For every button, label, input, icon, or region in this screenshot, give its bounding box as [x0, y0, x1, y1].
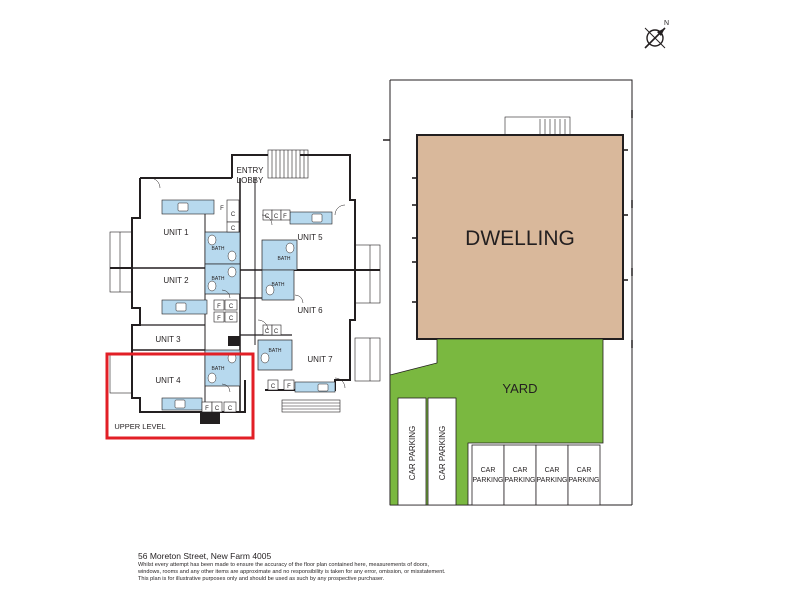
cupboard-label-1: C	[231, 212, 236, 218]
yard-label: YARD	[502, 381, 537, 396]
dwelling-steps	[504, 116, 571, 136]
unit-7-label: UNIT 7	[307, 355, 333, 364]
entry-label: ENTRY	[237, 166, 265, 175]
unit-4-highlight	[105, 352, 255, 440]
cupboard-label-5: C	[265, 214, 270, 220]
door-swings	[149, 177, 346, 393]
unit-6-label: UNIT 6	[297, 306, 323, 315]
lobby-label: LOBBY	[237, 176, 264, 185]
cupboard-label-8: C	[274, 329, 279, 335]
car-label-5: CAR	[545, 467, 560, 474]
fridge-label-2: F	[217, 304, 221, 310]
car-label-4: CAR	[513, 467, 528, 474]
cupboards	[201, 199, 295, 413]
cupboard-label-4: C	[229, 316, 234, 322]
cupboard-label-3: C	[229, 304, 234, 310]
unit-4-label: UNIT 4	[155, 376, 181, 385]
parking-label-3: PARKING	[473, 477, 504, 484]
dwelling-label: DWELLING	[465, 227, 575, 250]
bath-label-5: BATH	[272, 282, 285, 288]
fridge-label-5: F	[287, 384, 291, 390]
unit-3-label: UNIT 3	[155, 335, 181, 344]
bath-label-6: BATH	[269, 348, 282, 354]
balconies	[109, 231, 381, 394]
cupboard-label-6: C	[274, 214, 279, 220]
parking-label-5: PARKING	[537, 477, 568, 484]
unit-2-label: UNIT 2	[163, 276, 189, 285]
bottom-steps	[281, 399, 341, 413]
fridge-label-1: F	[220, 206, 224, 212]
car-label-6: CAR	[577, 467, 592, 474]
car-parking-label-1: CAR PARKING	[408, 426, 417, 481]
car-parking-label-2: CAR PARKING	[438, 426, 447, 481]
parking-label-6: PARKING	[569, 477, 600, 484]
fridge-label-6: F	[205, 406, 209, 412]
compass-icon: N	[644, 20, 669, 49]
cupboard-label-11: C	[228, 406, 233, 412]
bath-label-1: BATH	[212, 246, 225, 252]
cupboard-label-9: C	[271, 384, 276, 390]
disclaimer-line-3: This plan is for illustrative purposes o…	[138, 576, 385, 582]
dwelling: DWELLING	[412, 134, 628, 340]
disclaimer-line-2: windows, rooms and any other items are a…	[138, 569, 446, 575]
footer: 56 Moreton Street, New Farm 4005 Whilst …	[138, 551, 758, 583]
car-parking-bays	[397, 397, 601, 506]
bath-label-2: BATH	[212, 276, 225, 282]
entry-steps	[267, 149, 309, 179]
bath-label-3: BATH	[212, 366, 225, 372]
upper-level-label: UPPER LEVEL	[114, 422, 165, 431]
bath-label-4: BATH	[278, 256, 291, 262]
cupboard-label-7: C	[265, 329, 270, 335]
property-address: 56 Moreton Street, New Farm 4005	[138, 551, 272, 561]
fridge-label-4: F	[283, 214, 287, 220]
compass-north-label: N	[664, 20, 669, 27]
solid-columns	[200, 336, 240, 424]
disclaimer-line-1: Whilst every attempt has been made to en…	[138, 562, 430, 568]
sinks	[174, 202, 329, 409]
fridge-label-3: F	[217, 316, 221, 322]
car-label-3: CAR	[481, 467, 496, 474]
parking-label-4: PARKING	[505, 477, 536, 484]
boundary-ticks	[383, 110, 633, 348]
cupboard-label-10: C	[215, 406, 220, 412]
unit-5-label: UNIT 5	[297, 233, 323, 242]
cupboard-label-2: C	[231, 226, 236, 232]
unit-1-label: UNIT 1	[163, 228, 189, 237]
bath-fixtures	[207, 234, 295, 384]
bathrooms	[204, 231, 298, 387]
